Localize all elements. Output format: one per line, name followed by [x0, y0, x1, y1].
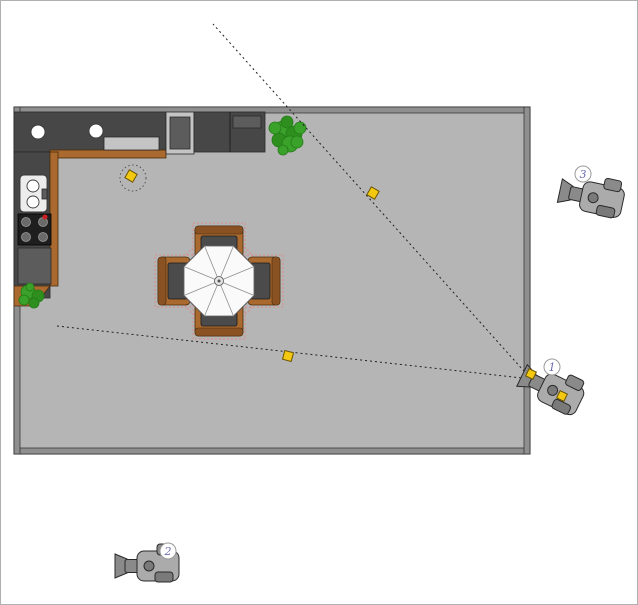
handle-icon: [555, 389, 569, 403]
camera-2-label-circle: [159, 542, 177, 560]
camera-1-badge: 1: [543, 358, 561, 376]
counter-wood-edge-top[interactable]: [49, 149, 167, 159]
camera-2-label: 2: [164, 545, 172, 558]
camera-3-label: 3: [580, 168, 587, 181]
plant-leaf: [25, 282, 35, 292]
refrigerator-door: [169, 116, 191, 150]
table-hub-center: [217, 279, 221, 283]
light-icon: [366, 186, 380, 200]
burner: [21, 232, 31, 242]
table-spoke: [204, 245, 220, 282]
plant-leaf: [290, 135, 304, 149]
dining-set: [154, 222, 284, 340]
sink-bowl-lower: [26, 195, 40, 209]
plant-leaf: [28, 297, 40, 309]
light-markers: [119, 164, 380, 363]
cabinet-inset: [232, 115, 262, 129]
plant-leaf: [280, 115, 294, 129]
camera-3-badge: 3: [574, 165, 592, 183]
lower-cabinet[interactable]: [17, 247, 52, 285]
plant-leaf: [277, 144, 289, 156]
counter-sink-bowl-2[interactable]: [88, 123, 104, 139]
plant-large[interactable]: [268, 115, 307, 156]
table-spoke: [204, 280, 220, 317]
table-spoke: [218, 280, 234, 317]
sink-bowl-upper: [26, 179, 40, 193]
light-icon: [281, 349, 295, 363]
light-marker-kitchen[interactable]: [124, 169, 138, 183]
handle-icon: [524, 367, 538, 381]
plant-leaf: [268, 121, 282, 135]
table-spoke: [183, 266, 220, 282]
table-spoke: [218, 280, 255, 296]
table-spoke: [218, 245, 234, 282]
camera-1-handle-a[interactable]: [524, 367, 538, 381]
kitchen: [13, 111, 266, 309]
table-spoke: [218, 266, 255, 282]
light-marker-upper[interactable]: [366, 186, 380, 200]
light-icon: [124, 169, 138, 183]
camera-1-label-circle: [543, 358, 561, 376]
table-spoke: [183, 280, 220, 296]
counter-sink-bowl[interactable]: [30, 124, 46, 140]
camera-3-label-circle: [574, 165, 592, 183]
light-marker-lower[interactable]: [281, 349, 295, 363]
sink-faucet: [41, 188, 48, 200]
camera-1-label: 1: [549, 361, 556, 374]
burner: [21, 217, 31, 227]
cooktop-knob: [42, 214, 48, 220]
burner: [38, 232, 48, 242]
wall-bottom[interactable]: [13, 447, 531, 455]
camera-1-handle-b[interactable]: [555, 389, 569, 403]
plant-small[interactable]: [18, 282, 45, 309]
light-selection-circle: [119, 164, 147, 192]
camera-2-badge: 2: [159, 542, 177, 560]
cameras: 3 1 2: [114, 165, 628, 583]
round-table[interactable]: [183, 245, 255, 317]
plant-leaf: [293, 121, 307, 135]
wall-right[interactable]: [523, 106, 531, 455]
dishwasher-front[interactable]: [103, 136, 160, 151]
plant-leaf: [18, 294, 30, 306]
